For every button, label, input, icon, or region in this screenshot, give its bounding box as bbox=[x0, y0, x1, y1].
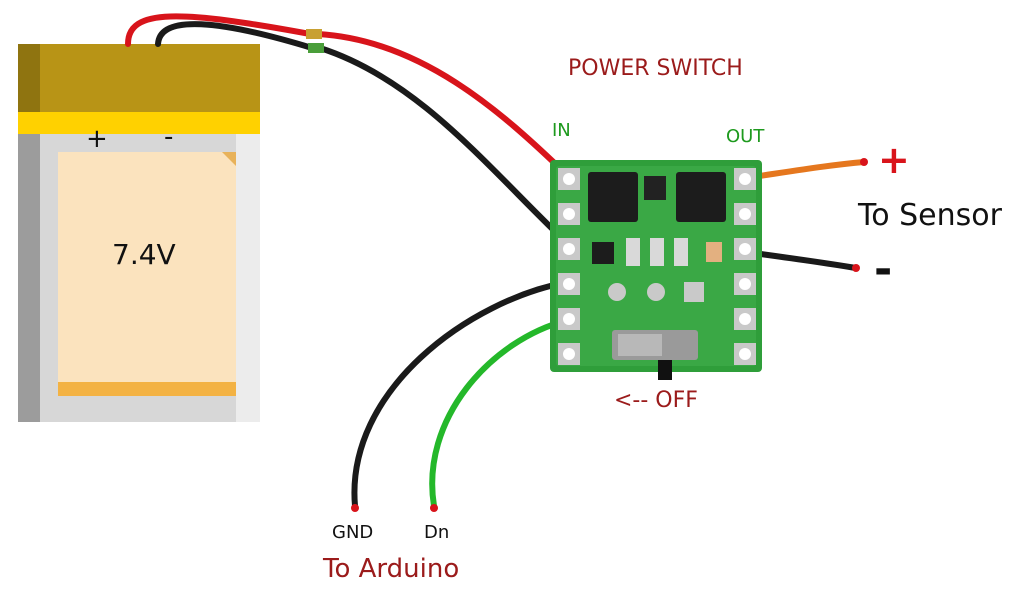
black-wire-to-in bbox=[317, 45, 571, 247]
arduino-gnd-label: GND bbox=[332, 522, 374, 543]
switch-off-label: <-- OFF bbox=[614, 388, 698, 413]
mosfet-chip-right bbox=[676, 172, 726, 222]
battery-top-cap-shadow bbox=[18, 44, 40, 112]
resistor-2 bbox=[650, 238, 664, 266]
arduino-dn-label: Dn bbox=[424, 522, 450, 543]
gnd-wire-to-arduino bbox=[351, 279, 571, 509]
sensor-plus-sign: + bbox=[878, 138, 910, 182]
arduino-label: To Arduino bbox=[323, 554, 460, 584]
battery-label-stripe bbox=[58, 382, 236, 396]
battery-label bbox=[58, 152, 236, 396]
small-ic bbox=[644, 176, 666, 200]
battery-plus-sign: + bbox=[86, 124, 108, 154]
red-wire-splice bbox=[306, 29, 322, 39]
orange-wire-to-sensor bbox=[743, 159, 867, 181]
resistor-3 bbox=[674, 238, 688, 266]
slide-switch-knob[interactable] bbox=[618, 334, 662, 356]
gnd-wire-tip bbox=[351, 504, 359, 512]
sensor-minus-sign: - bbox=[874, 244, 893, 295]
diode bbox=[592, 242, 614, 264]
right-pin-header bbox=[734, 168, 756, 365]
battery-red-lead bbox=[125, 13, 313, 47]
resistor-1 bbox=[626, 238, 640, 266]
mosfet-chip-left bbox=[588, 172, 638, 222]
battery-top-cap bbox=[18, 44, 260, 112]
sensor-plus-tip bbox=[860, 158, 868, 166]
black-wire-to-sensor bbox=[743, 249, 859, 271]
switch-in-label: IN bbox=[552, 120, 571, 141]
via-pad-2 bbox=[647, 283, 665, 301]
battery-yellow-band bbox=[18, 112, 260, 134]
square-pad bbox=[684, 282, 704, 302]
battery-black-lead bbox=[155, 21, 315, 51]
switch-title: POWER SWITCH bbox=[568, 56, 743, 81]
switch-out-label: OUT bbox=[726, 126, 765, 147]
dn-wire-tip bbox=[430, 504, 438, 512]
capacitor bbox=[706, 242, 722, 262]
power-switch-board bbox=[550, 160, 762, 380]
via-pad-1 bbox=[608, 283, 626, 301]
battery bbox=[18, 44, 260, 422]
battery-voltage: 7.4V bbox=[112, 238, 176, 271]
battery-casing-shadow bbox=[18, 44, 40, 422]
left-pin-header bbox=[558, 168, 580, 365]
black-wire-splice bbox=[308, 43, 324, 53]
slide-switch-lever[interactable] bbox=[658, 360, 672, 380]
sensor-minus-tip bbox=[852, 264, 860, 272]
red-wire-to-in bbox=[315, 31, 571, 179]
battery-minus-sign: - bbox=[164, 122, 174, 152]
dn-wire-to-arduino bbox=[429, 317, 571, 509]
battery-label-corner bbox=[222, 152, 236, 166]
sensor-label: To Sensor bbox=[858, 198, 1002, 233]
